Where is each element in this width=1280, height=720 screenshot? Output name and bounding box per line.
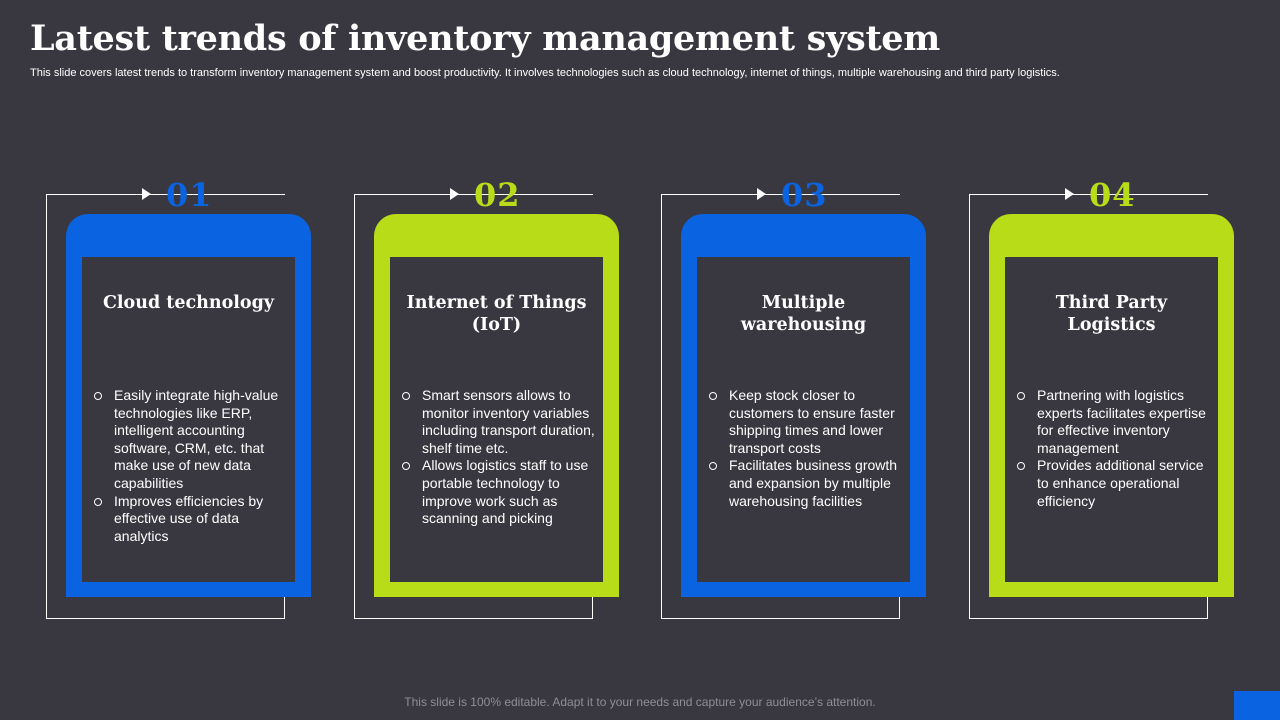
card-outline — [354, 194, 593, 619]
bullet-circle-icon — [402, 392, 410, 400]
bullet-circle-icon — [709, 462, 717, 471]
card-number: 03 — [781, 176, 828, 214]
bullet-circle-icon — [402, 462, 410, 471]
card-outline-edge — [899, 596, 900, 618]
bullet-list: Easily integrate high-value technologies… — [94, 387, 287, 545]
card-title: Internet of Things (IoT) — [406, 293, 587, 335]
card-body: Cloud technology Easily integrate high-v… — [82, 257, 295, 582]
card-body: Internet of Things (IoT) Smart sensors a… — [390, 257, 603, 582]
trend-card-4: 04 Third Party Logistics Partnering with… — [969, 176, 1239, 620]
card-outline-edge — [284, 596, 285, 618]
card-body: Multiple warehousing Keep stock closer t… — [697, 257, 910, 582]
card-outline — [661, 194, 900, 619]
bullet-text: Partnering with logistics experts facili… — [1037, 387, 1206, 456]
card-body: Third Party Logistics Partnering with lo… — [1005, 257, 1218, 582]
card-panel: Multiple warehousing Keep stock closer t… — [681, 214, 926, 597]
bullet-circle-icon — [709, 392, 717, 400]
arrow-right-icon — [757, 188, 766, 200]
page-subtitle: This slide covers latest trends to trans… — [30, 67, 1060, 79]
list-item: Partnering with logistics experts facili… — [1017, 387, 1210, 457]
corner-accent — [1234, 691, 1280, 720]
card-panel: Cloud technology Easily integrate high-v… — [66, 214, 311, 597]
trend-card-1: 01 Cloud technology Easily integrate hig… — [46, 176, 316, 620]
card-panel: Third Party Logistics Partnering with lo… — [989, 214, 1234, 597]
bullet-circle-icon — [1017, 462, 1025, 471]
list-item: Provides additional service to enhance o… — [1017, 457, 1210, 510]
card-number: 01 — [166, 176, 213, 214]
bullet-text: Keep stock closer to customers to ensure… — [729, 387, 895, 456]
card-number: 02 — [474, 176, 521, 214]
arrow-right-icon — [142, 188, 151, 200]
bullet-list: Smart sensors allows to monitor inventor… — [402, 387, 595, 528]
list-item: Smart sensors allows to monitor inventor… — [402, 387, 595, 457]
bullet-circle-icon — [94, 497, 102, 506]
list-item: Easily integrate high-value technologies… — [94, 387, 287, 493]
card-panel: Internet of Things (IoT) Smart sensors a… — [374, 214, 619, 597]
bullet-circle-icon — [94, 392, 102, 400]
bullet-text: Smart sensors allows to monitor inventor… — [422, 387, 595, 456]
card-title: Third Party Logistics — [1055, 293, 1168, 335]
card-number: 04 — [1089, 176, 1136, 214]
footer-note: This slide is 100% editable. Adapt it to… — [404, 695, 876, 709]
bullet-text: Allows logistics staff to use portable t… — [422, 457, 589, 527]
list-item: Improves efficiencies by effective use o… — [94, 493, 287, 546]
bullet-text: Improves efficiencies by effective use o… — [114, 492, 264, 544]
card-title: Cloud technology — [102, 293, 275, 313]
trend-card-3: 03 Multiple warehousing Keep stock close… — [661, 176, 931, 620]
arrow-right-icon — [1065, 188, 1074, 200]
bullet-text: Provides additional service to enhance o… — [1037, 457, 1204, 509]
arrow-right-icon — [450, 188, 459, 200]
list-item: Keep stock closer to customers to ensure… — [709, 387, 902, 457]
bullet-text: Facilitates business growth and expansio… — [729, 457, 898, 509]
list-item: Allows logistics staff to use portable t… — [402, 457, 595, 527]
card-outline-edge — [1207, 596, 1208, 618]
card-outline-edge — [592, 596, 593, 618]
bullet-list: Partnering with logistics experts facili… — [1017, 387, 1210, 510]
card-outline — [46, 194, 285, 619]
page-title: Latest trends of inventory management sy… — [30, 18, 941, 59]
card-title: Multiple warehousing — [740, 293, 867, 335]
card-outline — [969, 194, 1208, 619]
bullet-list: Keep stock closer to customers to ensure… — [709, 387, 902, 510]
trend-card-2: 02 Internet of Things (IoT) Smart sensor… — [354, 176, 624, 620]
list-item: Facilitates business growth and expansio… — [709, 457, 902, 510]
bullet-text: Easily integrate high-value technologies… — [114, 387, 279, 491]
bullet-circle-icon — [1017, 392, 1025, 400]
